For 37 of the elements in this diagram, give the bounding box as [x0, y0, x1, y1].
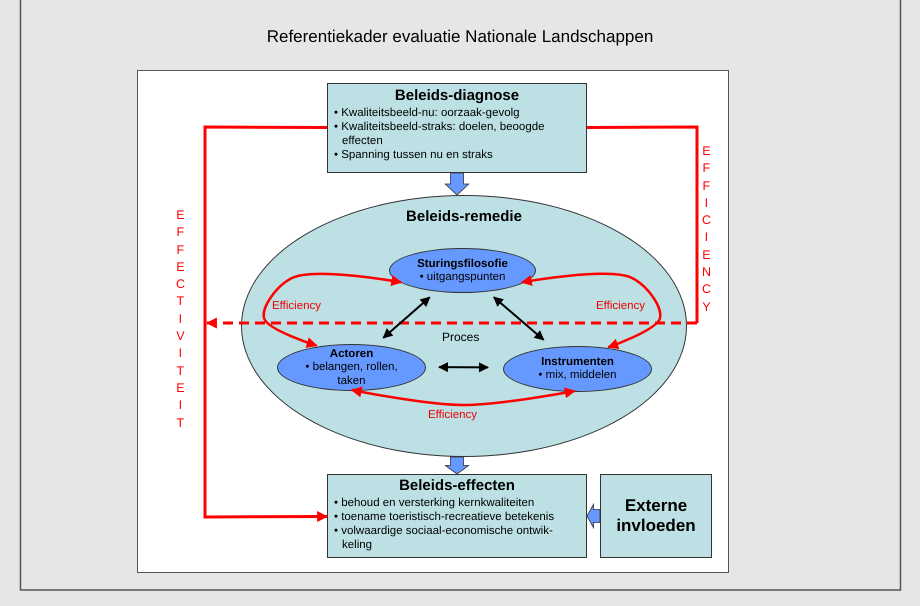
arrow: [350, 386, 576, 406]
bullet-text: • mix, middelen: [538, 368, 617, 382]
bullet-text: • toename toeristisch-recreatieve betekenis: [334, 510, 556, 524]
block-arrow: [586, 502, 600, 530]
bullet-text: • Kwaliteitsbeeld-nu: oorzaak-gevolg: [334, 106, 521, 120]
arrow: [520, 272, 662, 350]
text-label: Proces: [442, 330, 480, 344]
edge-label: Efficiency: [596, 300, 646, 312]
edge-label: Efficiency: [428, 409, 478, 421]
process-box: [327, 474, 587, 558]
arrow: [262, 272, 402, 348]
arrow: [204, 126, 328, 522]
vertical-label: EFFECTIVITEIT: [176, 207, 185, 432]
bullet-text: • volwaardige sociaal-economische ontwik-keling: [334, 524, 554, 552]
process-box: [600, 474, 712, 558]
node-heading: Beleids-effecten: [398, 477, 516, 494]
block-arrow: [444, 172, 470, 196]
node-heading: Actoren: [330, 348, 374, 360]
node-heading: Sturingsfilosofie: [417, 258, 508, 270]
arrow: [493, 296, 544, 341]
node-heading: Externe invloeden: [615, 496, 697, 536]
node-heading: Beleids-remedie: [405, 208, 523, 225]
arrow: [438, 362, 490, 372]
process-box: [327, 83, 587, 173]
bullet-text: • belangen, rollen, taken: [304, 360, 399, 388]
node-heading: Instrumenten: [541, 356, 614, 368]
bullet-text: • uitgangspunten: [420, 270, 506, 284]
bullet-text: • Spanning tussen nu en straks: [334, 148, 494, 162]
bullet-text: • Kwaliteitsbeeld-straks: doelen, beoogde effecten: [334, 120, 546, 148]
title: Referentiekader evaluatie Nationale Landschappen: [266, 27, 654, 47]
block-arrow: [444, 456, 470, 474]
vertical-label: EFFICIENCY: [702, 143, 711, 316]
arrow: [382, 296, 430, 339]
edge-label: Efficiency: [272, 300, 322, 312]
bullet-text: • behoud en versterking kernkwaliteiten: [334, 496, 536, 510]
arrow: [206, 126, 698, 328]
node-heading: Beleids-diagnose: [394, 87, 520, 104]
